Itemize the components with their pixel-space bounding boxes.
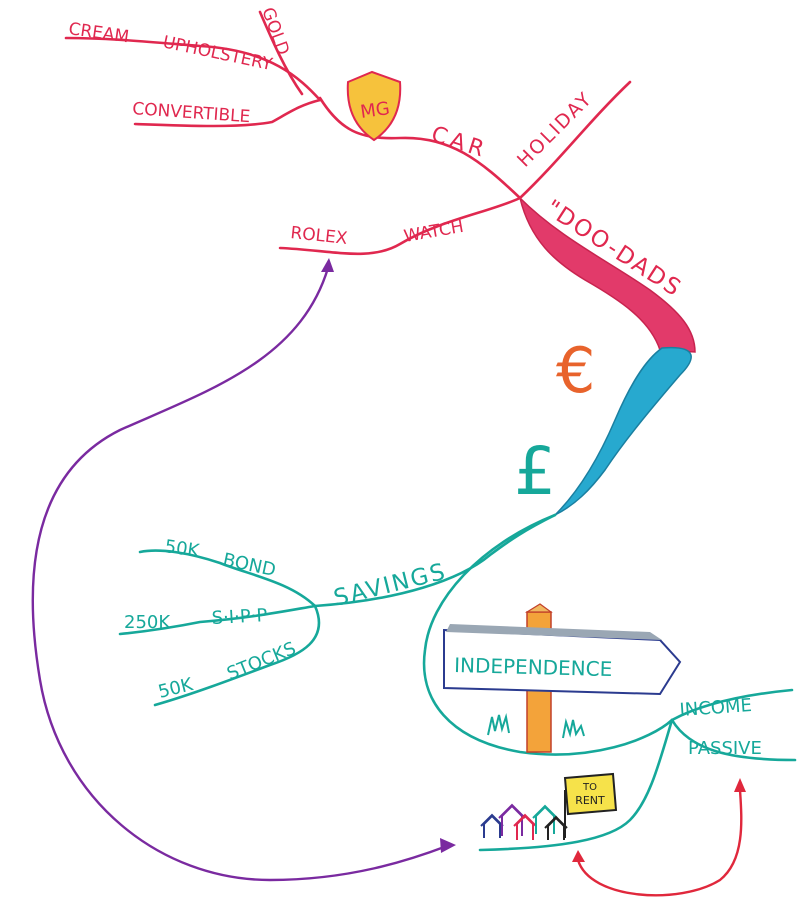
arrow-icon: [572, 850, 585, 862]
word-stocks: STOCKS: [224, 638, 299, 685]
arrow-icon: [734, 778, 746, 792]
word-50k-stocks-amount: 50K: [156, 674, 196, 703]
word-bond: BOND: [221, 549, 278, 581]
word-watch: WATCH: [402, 217, 465, 247]
money-stream-fill: [554, 346, 692, 516]
euro-icon: €: [556, 334, 595, 407]
house-icon: [498, 803, 526, 836]
word-passive: PASSIVE: [688, 738, 762, 759]
signpost-label: INDEPENDENCE: [454, 653, 613, 681]
arrow-icon: [321, 258, 334, 272]
word-50k-bond-amount: 50K: [163, 536, 201, 562]
pound-icon: £: [514, 433, 556, 510]
doo-dads-branch-fill: [518, 195, 696, 353]
word-savings: SAVINGS: [331, 559, 449, 612]
teal-branch-lines: [118, 513, 797, 852]
word-250k: 250K: [124, 612, 171, 633]
house-icon: [532, 804, 558, 834]
house-icon: [544, 815, 568, 840]
word-upholstery: UPHOLSTERY: [161, 32, 275, 75]
word-cream: CREAM: [67, 19, 130, 47]
to-rent-line2: RENT: [575, 794, 605, 807]
signpost-icon: INDEPENDENCE: [443, 603, 682, 753]
purple-arrow: [31, 258, 456, 882]
shield-icon: MG: [346, 70, 402, 142]
word-car: CAR: [428, 122, 491, 164]
house-icon: [480, 813, 504, 838]
houses-group: [480, 790, 568, 840]
word-rolex: ROLEX: [289, 223, 348, 249]
word-sipp: S·I·P·P: [211, 605, 268, 629]
house-icon: [513, 813, 537, 840]
arrow-icon: [440, 838, 456, 853]
word-gold: GOLD: [257, 5, 293, 58]
word-convertible: CONVERTIBLE: [132, 99, 251, 127]
to-rent-sign: TO RENT: [563, 772, 618, 816]
red-branch-lines: [64, 10, 632, 256]
word-income: INCOME: [679, 695, 753, 721]
red-loop-arrow: [572, 778, 746, 897]
mg-badge-label: MG: [359, 98, 391, 123]
to-rent-line1: TO: [582, 782, 597, 793]
